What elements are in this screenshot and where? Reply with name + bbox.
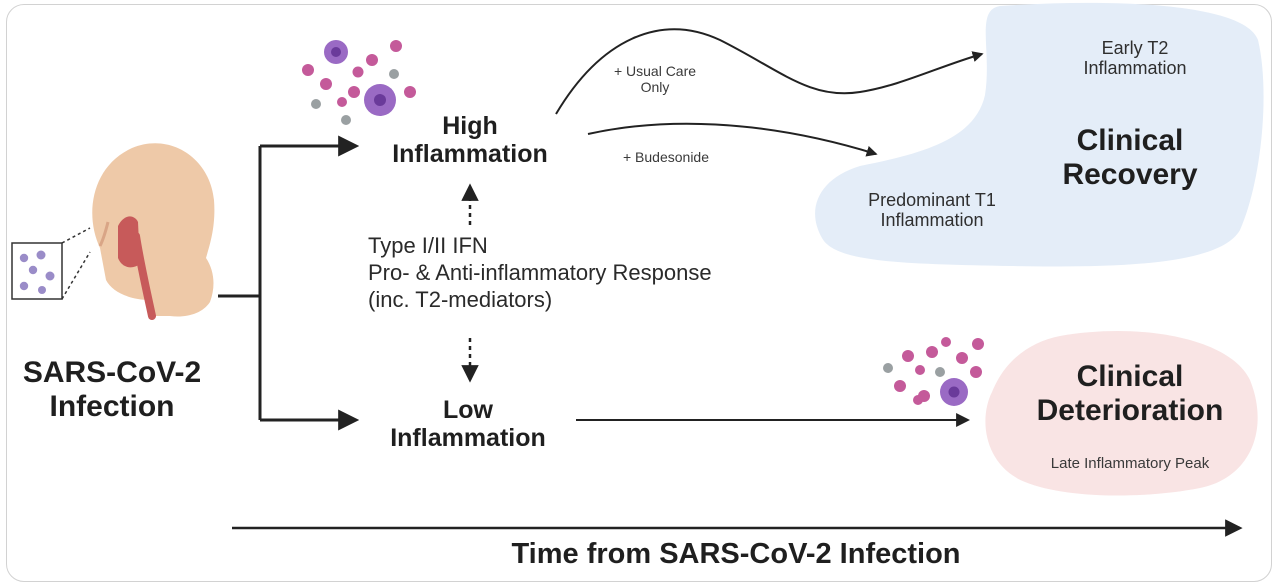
deterioration-line2: Deterioration [1036,393,1224,427]
predominant-t1-label: Predominant T1 Inflammation [832,190,1032,230]
usual-care-line2: Only [640,78,670,95]
virus-cluster-high-icon [302,40,416,125]
virus-inset-box [11,227,91,300]
mechanism-text: Type I/II IFN Pro- & Anti-inflammatory R… [368,233,712,313]
mechanism-line1: Type I/II IFN [368,233,488,258]
early-t2-line2: Inflammation [1083,58,1187,79]
deterioration-line1: Clinical [1076,360,1184,393]
time-axis-label: Time from SARS-CoV-2 Infection [511,538,961,570]
infection-label: SARS-CoV-2 Infection [2,356,222,423]
usual-care-label: + Usual Care Only [600,63,710,95]
clinical-recovery-title: Clinical Recovery [1000,124,1260,191]
recovery-line1: Clinical [1076,124,1184,157]
high-inflammation-label: High Inflammation [360,112,580,168]
figure-frame [6,4,1272,582]
mechanism-line3: (inc. T2-mediators) [368,286,553,312]
high-line2: Inflammation [392,140,548,168]
branch-connector [218,146,262,420]
recovery-line2: Recovery [1062,157,1198,191]
low-line1: Low [443,396,493,424]
early-t2-label: Early T2 Inflammation [1040,38,1230,78]
t1-line1: Predominant T1 [868,190,996,210]
mechanism-line2: Pro- & Anti-inflammatory Response [368,259,712,285]
infection-line1: SARS-CoV-2 [22,356,202,389]
early-t2-line1: Early T2 [1101,38,1169,58]
arrow-usual-care [555,28,984,115]
infection-line2: Infection [49,389,175,423]
virus-cluster-low-icon [883,337,984,406]
t1-line2: Inflammation [880,210,984,231]
arrow-budesonide [587,122,878,157]
usual-care-line1: + Usual Care [613,63,697,79]
head-illustration-icon [92,143,215,320]
clinical-deterioration-title: Clinical Deterioration [1000,360,1260,427]
recovery-blob [815,2,1264,267]
deterioration-blob [985,331,1258,496]
late-peak-label: Late Inflammatory Peak [1050,455,1210,472]
low-line2: Inflammation [390,424,546,452]
low-inflammation-label: Low Inflammation [358,396,578,452]
budesonide-label: + Budesonide [622,149,710,165]
high-line1: High [442,112,498,140]
